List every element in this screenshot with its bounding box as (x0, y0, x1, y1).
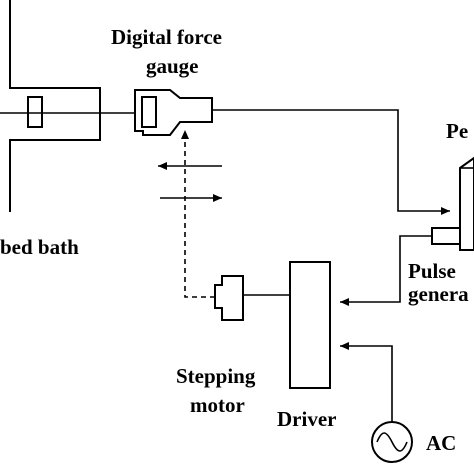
pc-label: Pe (446, 119, 468, 143)
stepping-motor-label-line2: motor (190, 393, 245, 417)
force-gauge-label-line2: gauge (146, 54, 199, 78)
pulse-generator-block (431, 227, 461, 245)
bath-outline (9, 0, 101, 212)
gauge-to-pc-line (212, 109, 450, 215)
pulse-to-driver-line (340, 235, 432, 306)
pulse-generator-label-line1: Pulse (408, 259, 456, 283)
motor-to-gauge-dashed-link (181, 130, 215, 298)
bath-label: bed bath (0, 235, 79, 259)
stepping-motor-body (214, 275, 244, 321)
force-gauge-probe (141, 96, 157, 128)
driver-box (289, 261, 331, 389)
force-gauge-label-line1: Digital force (111, 25, 222, 49)
ac-to-driver-line (340, 342, 393, 422)
driver-label: Driver (277, 407, 336, 431)
ac-label: AC (426, 431, 456, 455)
pulse-generator-label-line2: genera (408, 282, 469, 306)
pc-box (459, 156, 474, 251)
ac-source-icon (371, 421, 413, 463)
ac-sine-icon (376, 432, 408, 452)
stepping-motor-label-line1: Stepping (176, 364, 256, 388)
bath-sample-block (27, 96, 43, 128)
